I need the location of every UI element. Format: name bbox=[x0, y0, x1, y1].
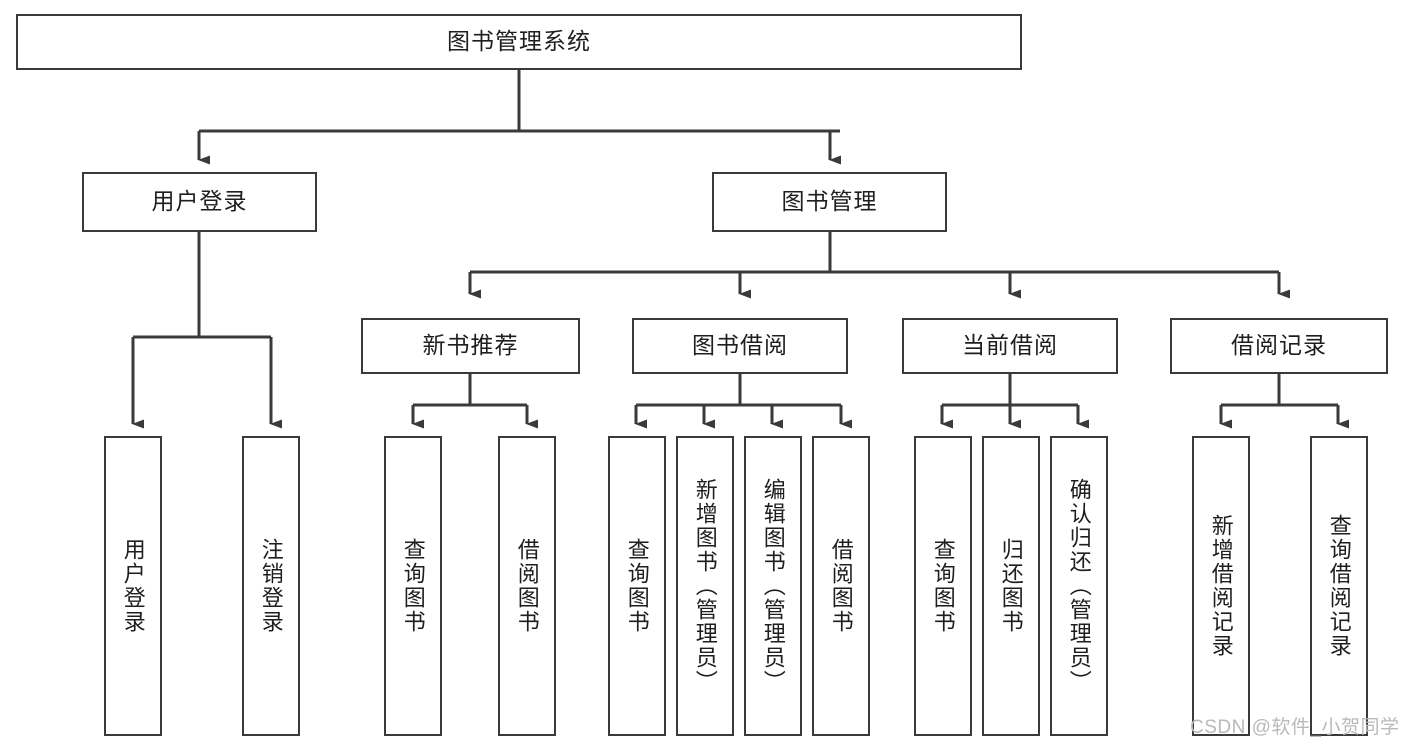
node-label: 查询借阅记录 bbox=[1326, 514, 1352, 658]
node-label: 借阅记录 bbox=[1231, 332, 1327, 359]
leaf-borrow-add-book[interactable]: 新增图书（管理员） bbox=[676, 436, 734, 736]
node-label: 用户登录 bbox=[120, 538, 146, 634]
node-label: 当前借阅 bbox=[962, 332, 1058, 359]
leaf-user-login-signin[interactable]: 用户登录 bbox=[104, 436, 162, 736]
leaf-current-confirm-return[interactable]: 确认归还（管理员） bbox=[1050, 436, 1108, 736]
node-label: 图书管理系统 bbox=[447, 28, 591, 55]
leaf-borrow-query-book[interactable]: 查询图书 bbox=[608, 436, 666, 736]
node-label: 借阅图书 bbox=[514, 538, 540, 634]
node-label: 编辑图书（管理员） bbox=[760, 478, 786, 694]
node-new-book-recommend[interactable]: 新书推荐 bbox=[361, 318, 580, 374]
node-label: 查询图书 bbox=[624, 538, 650, 634]
leaf-record-add[interactable]: 新增借阅记录 bbox=[1192, 436, 1250, 736]
leaf-new-book-borrow[interactable]: 借阅图书 bbox=[498, 436, 556, 736]
node-label: 注销登录 bbox=[258, 538, 284, 634]
node-current-borrow[interactable]: 当前借阅 bbox=[902, 318, 1118, 374]
leaf-current-return-book[interactable]: 归还图书 bbox=[982, 436, 1040, 736]
csdn-watermark: CSDN @软件_小贺同学 bbox=[1190, 717, 1400, 738]
leaf-borrow-borrow-book[interactable]: 借阅图书 bbox=[812, 436, 870, 736]
node-label: 归还图书 bbox=[998, 538, 1024, 634]
node-label: 图书借阅 bbox=[692, 332, 788, 359]
node-user-login[interactable]: 用户登录 bbox=[82, 172, 317, 232]
node-label: 用户登录 bbox=[151, 188, 248, 215]
leaf-borrow-edit-book[interactable]: 编辑图书（管理员） bbox=[744, 436, 802, 736]
node-book-management[interactable]: 图书管理 bbox=[712, 172, 947, 232]
node-root-system[interactable]: 图书管理系统 bbox=[16, 14, 1022, 70]
node-label: 确认归还（管理员） bbox=[1066, 478, 1092, 694]
node-label: 新增图书（管理员） bbox=[692, 478, 718, 694]
leaf-user-login-signout[interactable]: 注销登录 bbox=[242, 436, 300, 736]
node-label: 查询图书 bbox=[930, 538, 956, 634]
leaf-current-query-book[interactable]: 查询图书 bbox=[914, 436, 972, 736]
node-label: 新增借阅记录 bbox=[1208, 514, 1234, 658]
node-label: 借阅图书 bbox=[828, 538, 854, 634]
node-book-borrow[interactable]: 图书借阅 bbox=[632, 318, 848, 374]
leaf-record-query[interactable]: 查询借阅记录 bbox=[1310, 436, 1368, 736]
node-label: 新书推荐 bbox=[422, 332, 519, 359]
node-label: 查询图书 bbox=[400, 538, 426, 634]
leaf-new-book-query[interactable]: 查询图书 bbox=[384, 436, 442, 736]
node-label: 图书管理 bbox=[781, 188, 878, 215]
node-borrow-record[interactable]: 借阅记录 bbox=[1170, 318, 1388, 374]
